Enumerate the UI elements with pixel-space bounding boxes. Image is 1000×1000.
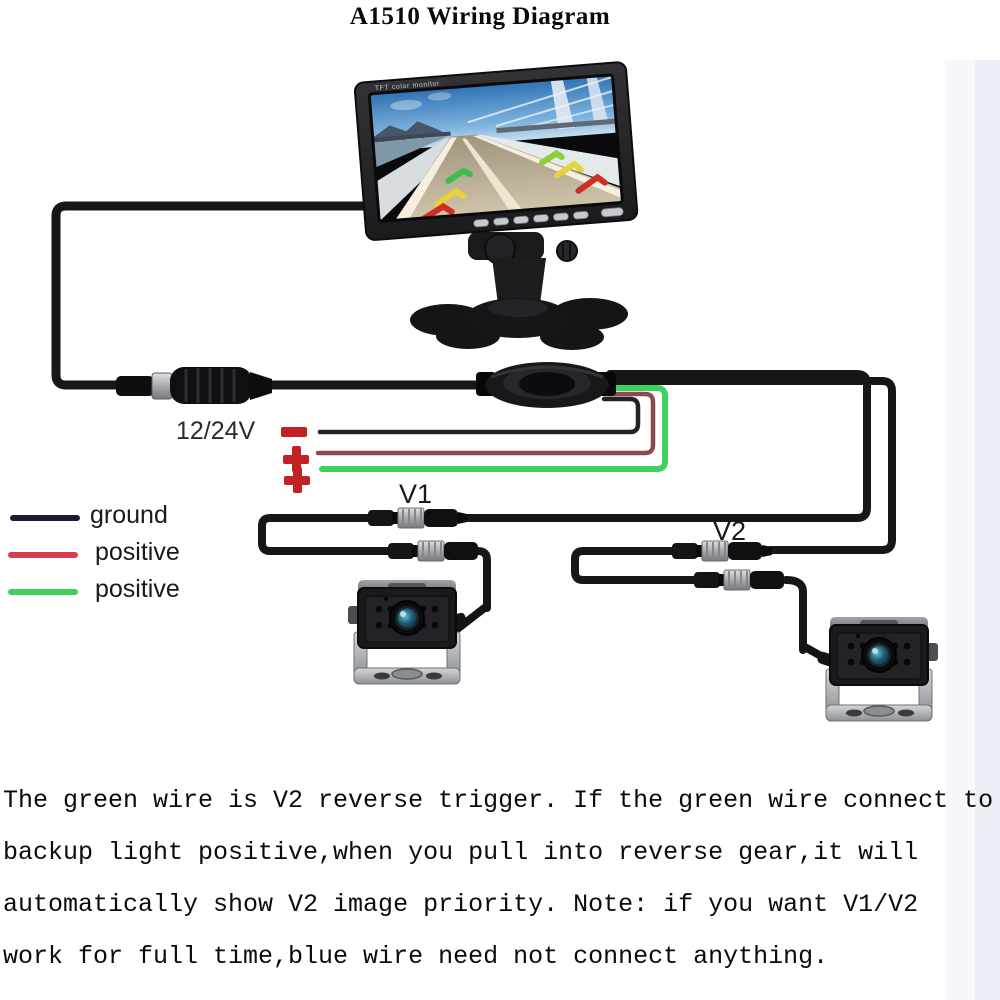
v1-camera-connector-pair: [388, 540, 478, 562]
note-line-4: work for full time,blue wire need not co…: [3, 942, 829, 971]
reverse-trigger-wire-green: [319, 385, 668, 472]
dc-power-connector: [116, 367, 272, 404]
background-strip-right-inner: [975, 60, 1000, 1000]
v2-port-label: V2: [713, 516, 747, 546]
polarity-minus-symbol: [281, 427, 307, 437]
monitor-power-cable: [51, 201, 493, 390]
note-line-2: backup light positive,when you pull into…: [3, 838, 919, 867]
legend-label-positive-red: positive: [95, 538, 180, 566]
v1-extension-loop: [258, 514, 394, 555]
v2-camera-lead: [782, 576, 807, 654]
v2-video-cable: [606, 377, 896, 554]
note-line-3: automatically show V2 image priority. No…: [3, 890, 919, 919]
positive-wire-red: [315, 391, 656, 456]
legend-swatches: [8, 515, 80, 595]
guide-lines-overlay: [418, 149, 608, 222]
diagram-title: A1510 Wiring Diagram: [349, 3, 611, 30]
note-line-1: The green wire is V2 reverse trigger. If…: [3, 786, 994, 815]
v1-connector-pair: [368, 507, 467, 529]
backup-camera-1: [348, 580, 467, 685]
v1-video-cable: [458, 370, 871, 522]
fuse-holder: [476, 362, 616, 408]
power-voltage-label: 12/24V: [176, 417, 256, 445]
v1-port-label: V1: [399, 479, 433, 509]
ground-wire-thin: [317, 396, 641, 435]
polarity-plus-symbol-1: [283, 446, 309, 472]
legend-label-ground: ground: [90, 501, 168, 529]
monitor-stand: [410, 232, 628, 350]
monitor-buttons: [473, 207, 624, 228]
legend-ground-swatch: [10, 515, 80, 521]
backup-camera-2: [817, 617, 938, 722]
v2-camera-connector-pair: [694, 569, 784, 591]
legend-label-positive-green: positive: [95, 575, 180, 603]
legend-positive-red-swatch: [8, 552, 78, 558]
polarity-plus-symbol-2: [284, 467, 310, 493]
monitor: TFT color monitor: [353, 61, 639, 241]
v2-extension-loop: [571, 547, 700, 584]
v2-connector-pair: [672, 540, 772, 562]
legend-positive-green-swatch: [8, 589, 78, 595]
monitor-screen: [369, 74, 623, 222]
v1-camera-lead: [474, 547, 491, 612]
camera1-pigtail: [452, 602, 491, 634]
